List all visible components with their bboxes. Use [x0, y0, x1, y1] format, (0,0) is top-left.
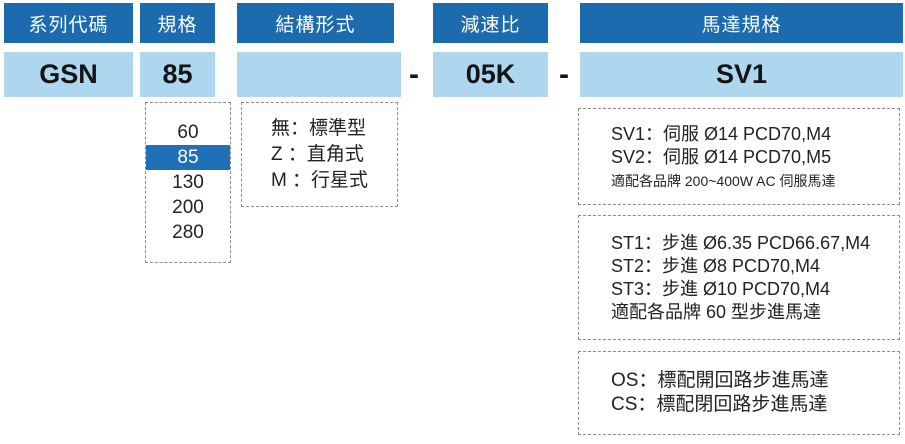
loop-spec-line: CS：標配閉回路步進馬達 — [611, 394, 828, 415]
column-header-structure-type: 結構形式 — [237, 3, 394, 43]
stepper-spec-line: ST3：步進 Ø10 PCD70,M4 — [611, 278, 831, 299]
size-option: 60 — [177, 122, 199, 143]
servo-motor-spec-box: SV1：伺服 Ø14 PCD70,M4 SV2：伺服 Ø14 PCD70,M5 … — [578, 108, 900, 205]
stepper-spec-line: ST1：步進 Ø6.35 PCD66.67,M4 — [611, 232, 871, 253]
structure-options-list: 無：標準型 Z ：直角式 M ：行星式 — [271, 116, 368, 194]
column-header-size: 規格 — [140, 3, 215, 43]
size-options-box: 60 85 130 200 280 — [145, 102, 231, 263]
code-value-size: 85 — [140, 52, 215, 97]
servo-spec-note: 適配各品牌 200~400W AC 伺服馬達 — [611, 172, 836, 189]
size-option: 130 — [172, 172, 204, 193]
servo-spec-line: SV1：伺服 Ø14 PCD70,M4 — [611, 123, 832, 144]
code-separator-dash: - — [409, 57, 419, 91]
size-option: 280 — [172, 222, 204, 243]
structure-option: Z ：直角式 — [270, 143, 364, 165]
size-option-selected: 85 — [146, 145, 230, 170]
column-header-reduction-ratio: 減速比 — [433, 3, 548, 43]
stepper-spec-line: ST2：步進 Ø8 PCD70,M4 — [611, 255, 821, 276]
structure-options-box: 無：標準型 Z ：直角式 M ：行星式 — [241, 102, 398, 207]
code-separator-dash: - — [559, 57, 569, 91]
loop-stepper-spec-box: OS：標配開回路步進馬達 CS：標配閉回路步進馬達 — [578, 351, 900, 435]
loop-spec-line: OS：標配開回路步進馬達 — [611, 370, 829, 391]
servo-spec-line: SV2：伺服 Ø14 PCD70,M5 — [611, 146, 832, 167]
structure-option: 無：標準型 — [270, 117, 366, 139]
stepper-motor-spec-box: ST1：步進 Ø6.35 PCD66.67,M4 ST2：步進 Ø8 PCD70… — [578, 215, 900, 340]
column-header-motor-spec: 馬達規格 — [580, 3, 903, 43]
structure-option: M ：行星式 — [270, 169, 369, 191]
code-value-motor: SV1 — [580, 52, 903, 97]
code-value-series: GSN — [4, 52, 133, 97]
size-option: 200 — [172, 197, 204, 218]
code-value-structure-empty — [237, 52, 401, 97]
stepper-spec-note: 適配各品牌 60 型步進馬達 — [611, 301, 822, 322]
column-header-series-code: 系列代碼 — [4, 3, 133, 43]
code-value-ratio: 05K — [433, 52, 548, 97]
